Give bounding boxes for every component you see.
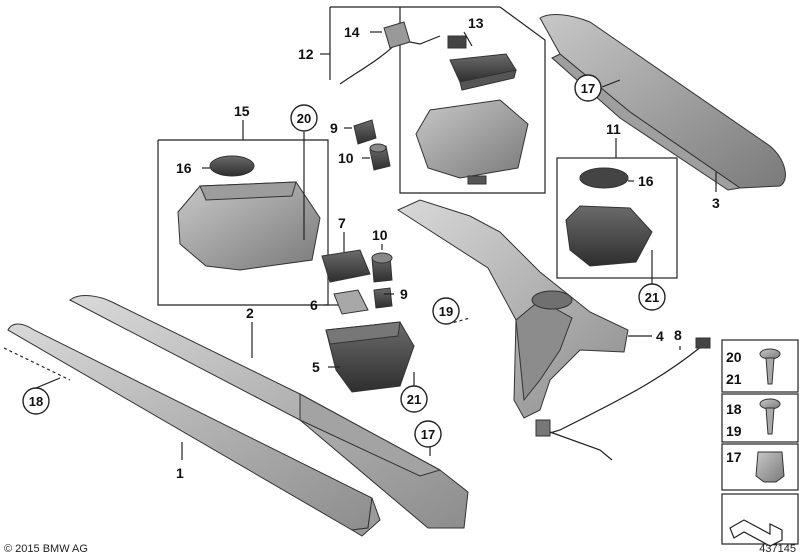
cup-holder-11 — [565, 167, 653, 267]
bracket-symbol-icon — [729, 519, 783, 547]
callout-8: 8 — [674, 327, 682, 343]
group-box-11 — [556, 157, 678, 279]
callout-12: 12 — [298, 46, 314, 62]
callout-10-lower: 10 — [372, 227, 388, 243]
centre-console — [396, 199, 629, 419]
clip-icon — [755, 451, 785, 483]
circled-17-bottom: 17 — [414, 420, 442, 448]
group-box-12 — [329, 6, 546, 194]
svg-text:20: 20 — [297, 111, 311, 126]
legend-18: 18 — [726, 401, 742, 417]
callout-9-lower: 9 — [400, 286, 408, 302]
cup-holder-5 — [325, 321, 415, 393]
side-trim-left — [3, 323, 381, 537]
callout-2: 2 — [246, 305, 254, 321]
callout-16-left: 16 — [176, 160, 192, 176]
diagram-number: 437145 — [759, 543, 796, 555]
wiring-harness — [535, 337, 711, 461]
circled-21-right: 21 — [638, 283, 666, 311]
legend-19: 19 — [726, 423, 742, 439]
callout-14: 14 — [344, 24, 360, 40]
screw-icon — [759, 398, 781, 435]
svg-text:18: 18 — [29, 394, 43, 409]
callout-16-right: 16 — [638, 173, 654, 189]
legend-20: 20 — [726, 349, 742, 365]
circled-19: 19 — [432, 297, 460, 325]
socket-10-lower — [371, 252, 393, 283]
cover-6 — [333, 289, 369, 315]
circled-21-middle: 21 — [400, 385, 428, 413]
svg-text:19: 19 — [439, 304, 453, 319]
circled-18: 18 — [22, 387, 50, 415]
storage-insert-12 — [415, 99, 529, 185]
usb-module-14 — [339, 21, 467, 85]
circled-20: 20 — [290, 104, 318, 132]
fastener-legend: 20 21 18 19 17 — [721, 339, 799, 547]
callout-4: 4 — [656, 328, 664, 344]
tray-7 — [321, 249, 371, 283]
side-trim-right — [69, 295, 469, 529]
callout-3: 3 — [712, 195, 720, 211]
circled-17-top: 17 — [574, 74, 602, 102]
callout-13: 13 — [468, 15, 484, 31]
callout-10-upper: 10 — [338, 150, 354, 166]
callout-1: 1 — [176, 465, 184, 481]
legend-17: 17 — [726, 449, 742, 465]
callout-6: 6 — [310, 297, 318, 313]
socket-10-upper — [369, 143, 391, 171]
callout-11: 11 — [606, 121, 621, 137]
callout-7: 7 — [338, 215, 346, 231]
svg-text:17: 17 — [581, 81, 595, 96]
top-trim-strip — [539, 14, 786, 191]
svg-text:21: 21 — [645, 290, 659, 305]
copyright-text: © 2015 BMW AG — [4, 543, 88, 555]
tray-13 — [449, 53, 517, 91]
socket-9-lower — [373, 287, 393, 309]
callout-9-upper: 9 — [330, 120, 338, 136]
callout-15: 15 — [234, 103, 250, 119]
leader-lines — [35, 31, 717, 460]
svg-text:21: 21 — [407, 392, 421, 407]
socket-9-upper — [353, 119, 377, 145]
legend-21: 21 — [726, 371, 742, 387]
tray-insert-15 — [177, 155, 321, 271]
svg-text:17: 17 — [421, 427, 435, 442]
callout-5: 5 — [312, 359, 320, 375]
screw-icon — [759, 348, 781, 385]
